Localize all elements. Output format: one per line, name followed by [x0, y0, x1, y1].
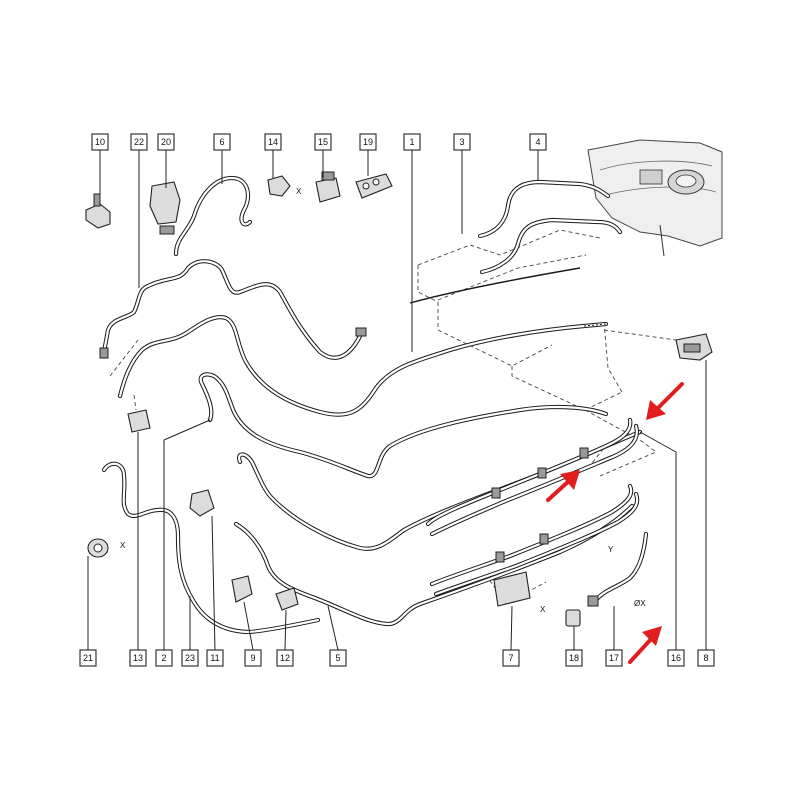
part-11-clip: [189, 489, 215, 517]
part-18-x-label: X: [540, 605, 546, 614]
red-arrow-upper: [646, 382, 684, 420]
part-15-clip: [315, 171, 341, 203]
callout-6: 6: [213, 133, 231, 151]
part-13-clip: [127, 409, 151, 433]
callout-10: 10: [91, 133, 109, 151]
svg-text:6: 6: [219, 137, 224, 147]
pipe-5: [233, 503, 635, 627]
callout-2: 2: [155, 649, 173, 667]
callout-7: 7: [502, 649, 520, 667]
svg-text:22: 22: [134, 137, 144, 147]
callout-14: 14: [264, 133, 282, 151]
red-arrows: [546, 382, 684, 664]
red-arrow-lower: [628, 626, 662, 664]
svg-text:8: 8: [703, 653, 708, 663]
callout-17: 17: [605, 649, 623, 667]
part-14-x-label: X: [296, 187, 302, 196]
callout-21: 21: [79, 649, 97, 667]
part-6-hose: [173, 175, 253, 257]
callouts-bottom: 21 13 2 23 11 9 12 5 7 18 17 16 8: [79, 649, 715, 667]
part-20-bracket: [149, 181, 181, 235]
callout-13: 13: [129, 649, 147, 667]
part-18-fitting: X: [540, 605, 581, 627]
part-9-clip: [231, 575, 253, 603]
svg-text:3: 3: [459, 137, 464, 147]
pipe-23: [101, 461, 321, 635]
callout-20: 20: [157, 133, 175, 151]
svg-text:14: 14: [268, 137, 278, 147]
callout-12: 12: [276, 649, 294, 667]
pipe-2: [198, 372, 609, 479]
svg-text:13: 13: [133, 653, 143, 663]
part-21-x-label: X: [120, 541, 126, 550]
pipe-1: [117, 315, 609, 417]
part-17-y-label: Y: [608, 545, 614, 554]
callout-9: 9: [244, 649, 262, 667]
callout-15: 15: [314, 133, 332, 151]
part-17-hose: Y ØX: [587, 531, 649, 608]
leader-lines: [87, 150, 707, 651]
callout-23: 23: [181, 649, 199, 667]
svg-text:23: 23: [185, 653, 195, 663]
svg-text:2: 2: [161, 653, 166, 663]
part-8-connector: [675, 333, 713, 361]
svg-text:20: 20: [161, 137, 171, 147]
part-17-diameter-label: ØX: [634, 599, 646, 608]
callout-22: 22: [130, 133, 148, 151]
part-14-clip: X: [267, 175, 302, 197]
callout-18: 18: [565, 649, 583, 667]
callout-3: 3: [453, 133, 471, 151]
part-7-clip: [493, 571, 531, 607]
svg-text:12: 12: [280, 653, 290, 663]
callout-5: 5: [329, 649, 347, 667]
part-19-clip: [355, 173, 393, 199]
svg-text:15: 15: [318, 137, 328, 147]
callout-11: 11: [206, 649, 224, 667]
svg-text:18: 18: [569, 653, 579, 663]
svg-text:16: 16: [671, 653, 681, 663]
svg-text:10: 10: [95, 137, 105, 147]
assembly-guides: [109, 229, 677, 597]
callout-1: 1: [403, 133, 421, 151]
callouts-top: 10 22 20 6 14 15 19 1 3 4: [91, 133, 547, 151]
svg-text:21: 21: [83, 653, 93, 663]
pipe-3-4: [409, 179, 623, 304]
svg-text:1: 1: [409, 137, 414, 147]
pipe-22: [99, 259, 367, 360]
svg-text:11: 11: [210, 653, 219, 663]
part-12-clip: [275, 587, 299, 611]
pipe-bundle-7: [429, 483, 640, 597]
callout-4: 4: [529, 133, 547, 151]
svg-text:5: 5: [335, 653, 340, 663]
part-10-clip: [85, 193, 111, 229]
callout-8: 8: [697, 649, 715, 667]
fuel-tank: [587, 139, 723, 257]
svg-text:7: 7: [508, 653, 513, 663]
callout-16: 16: [667, 649, 685, 667]
pipe-bundle-16: [425, 417, 639, 537]
red-arrow-middle: [546, 470, 580, 502]
svg-text:19: 19: [363, 137, 373, 147]
svg-text:9: 9: [250, 653, 255, 663]
part-21-washer: X: [87, 538, 126, 558]
svg-text:17: 17: [609, 653, 619, 663]
svg-text:4: 4: [535, 137, 540, 147]
callout-19: 19: [359, 133, 377, 151]
